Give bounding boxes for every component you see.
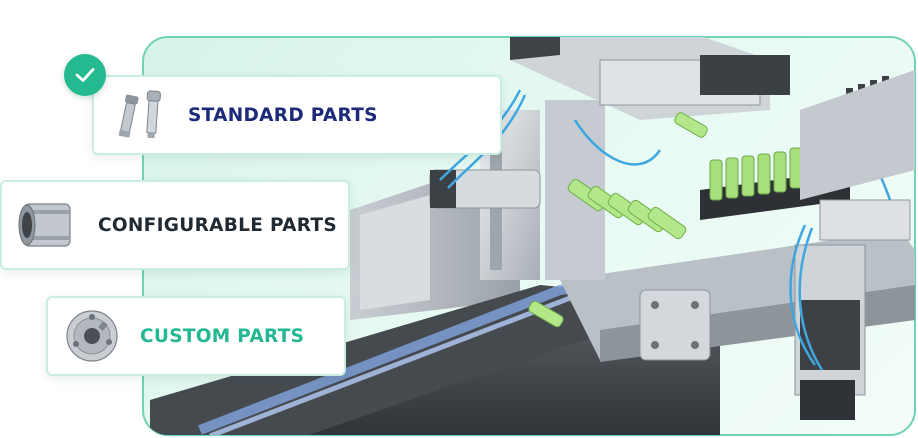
custom-flange-icon [66,310,118,362]
standard-parts-label: STANDARD PARTS [188,104,378,126]
linear-bearing-icon [18,203,71,247]
custom-parts-label: CUSTOM PARTS [140,325,305,347]
pin-parts-icon [118,90,161,139]
configurable-parts-card[interactable]: CONFIGURABLE PARTS [0,180,350,270]
standard-parts-card[interactable]: STANDARD PARTS [92,75,502,155]
checkmark-icon [64,54,106,96]
custom-parts-card[interactable]: CUSTOM PARTS [46,296,346,376]
configurable-parts-label: CONFIGURABLE PARTS [98,214,337,236]
